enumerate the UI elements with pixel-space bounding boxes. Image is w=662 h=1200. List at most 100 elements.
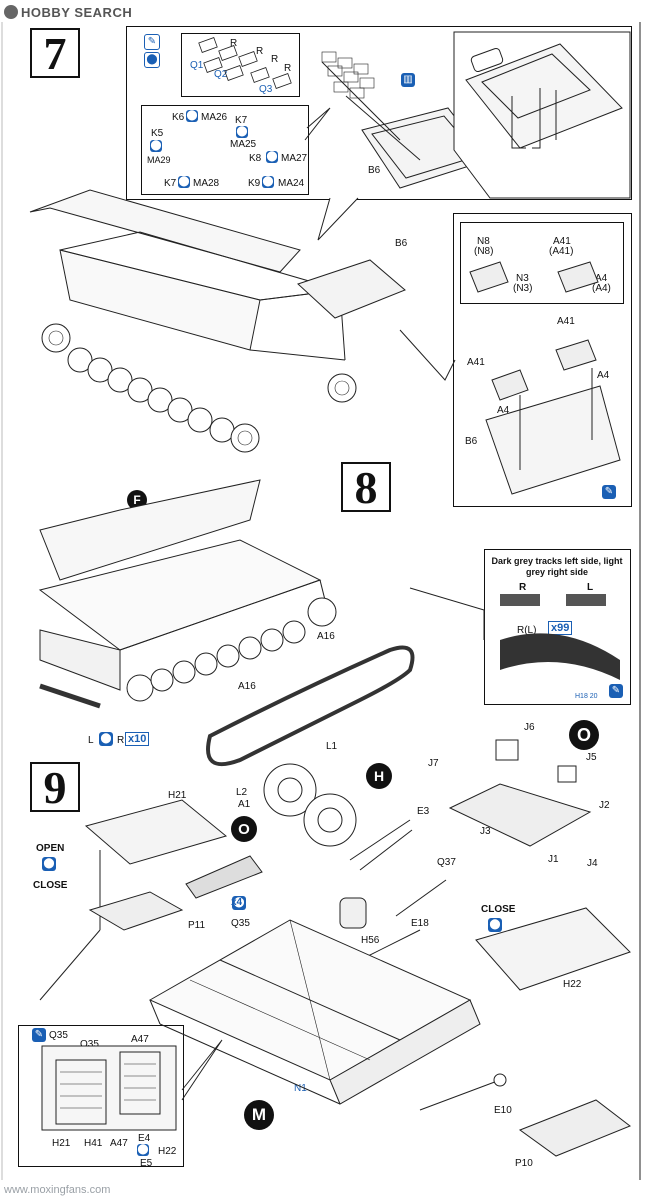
label-p11: P11 [188, 920, 206, 931]
cement-icon: ⬤ [99, 732, 113, 746]
track-ref: H18 20 [575, 693, 598, 700]
inset-label-q35-b: Q35 [80, 1039, 99, 1050]
label-b6-deck: B6 [368, 165, 381, 176]
label-h21: H21 [168, 790, 187, 801]
label-r-2: R [256, 46, 264, 57]
label-e3: E3 [417, 806, 430, 817]
inset-label-h21: H21 [52, 1138, 71, 1149]
cement-icon: ⬤ [488, 918, 502, 932]
quantity-badge-x10: x10 [125, 732, 150, 746]
label-l1: L1 [326, 741, 338, 752]
part-letter-o-top: O [569, 720, 599, 750]
label-track-l: L [88, 735, 94, 746]
label-a41-right: A41 [557, 316, 575, 327]
label-k7-top: K7 [235, 115, 248, 126]
label-a4-right: A4 [597, 370, 610, 381]
cement-icon: ⬤ [262, 176, 274, 188]
track-label-l: L [587, 582, 594, 593]
label-q2: Q2 [214, 69, 228, 80]
inset-label-q35-a: Q35 [49, 1030, 68, 1041]
part-letter-o-mid: O [231, 816, 257, 842]
label-a4-top: A4 [595, 273, 608, 284]
cement-icon: ⬤ [232, 896, 246, 910]
label-j6: J6 [524, 722, 535, 733]
cement-icon: ⬤ [150, 140, 162, 152]
cement-icon: ⬤ [42, 857, 56, 871]
glue-icon: ✎ [32, 1028, 46, 1042]
hobby-search-logo: HOBBY SEARCH [4, 4, 132, 20]
label-a4-paren: (A4) [592, 283, 611, 294]
label-q37: Q37 [437, 857, 456, 868]
label-j4: J4 [587, 858, 598, 869]
label-j7: J7 [428, 758, 439, 769]
part-letter-m: M [244, 1100, 274, 1130]
label-r-4: R [284, 63, 292, 74]
label-a41-paren: (A41) [549, 246, 574, 257]
inset-label-e5: E5 [140, 1158, 153, 1169]
track-label-r: R [519, 582, 527, 593]
step-number-8: 8 [341, 462, 391, 513]
label-j5: J5 [586, 752, 597, 763]
label-q3: Q3 [259, 84, 273, 95]
inset-label-a47-b: A47 [110, 1138, 128, 1149]
part-letter-f: F [127, 490, 147, 510]
open-label-left: OPEN [36, 843, 65, 854]
label-b6-plate: B6 [395, 238, 408, 249]
paint-icon: ▥ [401, 73, 415, 87]
label-k6: K6 [172, 112, 185, 123]
track-box-title: Dark grey tracks left side, light grey r… [491, 556, 623, 577]
cement-icon: ⬤ [178, 176, 190, 188]
label-q1: Q1 [190, 60, 204, 71]
cement-icon: ⬤ [186, 110, 198, 122]
cement-icon: ⬤ [137, 1144, 149, 1156]
label-ma26: MA26 [201, 112, 228, 123]
label-ma24: MA24 [278, 178, 305, 189]
label-a1: A1 [238, 799, 251, 810]
footer-watermark: www.moxingfans.com [4, 1184, 111, 1196]
label-ma27: MA27 [281, 153, 308, 164]
step-number-7: 7 [30, 28, 80, 79]
label-ma29: MA29 [147, 155, 171, 165]
glue-icon: ✎ [609, 684, 623, 698]
glue-icon: ✎ [144, 34, 160, 50]
label-q35: Q35 [231, 918, 250, 929]
label-p10: P10 [515, 1158, 533, 1169]
drill-icon: ▼ [517, 148, 531, 162]
inset-label-a47-a: A47 [131, 1034, 149, 1045]
cement-icon: ⬤ [266, 151, 278, 163]
close-label-left: CLOSE [33, 880, 68, 891]
part-letter-h: H [366, 763, 392, 789]
label-b6-abox: B6 [465, 436, 478, 447]
label-e18: E18 [411, 918, 429, 929]
label-l2: L2 [236, 787, 248, 798]
quantity-badge-x99: x99 [548, 621, 573, 635]
label-a41-top: A41 [553, 236, 571, 247]
label-h56: H56 [361, 935, 380, 946]
label-h22: H22 [563, 979, 582, 990]
label-n3-paren: (N3) [513, 283, 533, 294]
label-n3: N3 [516, 273, 529, 284]
label-k8: K8 [249, 153, 262, 164]
label-a4-left: A4 [497, 405, 510, 416]
label-k9: K9 [248, 178, 261, 189]
inset-label-h22: H22 [158, 1146, 177, 1157]
label-b6-detail: B6 [477, 111, 490, 122]
open-label-right: OPEN [485, 939, 514, 950]
label-n8-paren: (N8) [474, 246, 494, 257]
label-n8: N8 [477, 236, 490, 247]
label-j1: J1 [548, 854, 559, 865]
logo-text: HOBBY SEARCH [21, 4, 133, 20]
cement-icon: ⬤ [144, 52, 160, 68]
label-ma25: MA25 [230, 139, 257, 150]
label-k5: K5 [151, 128, 164, 139]
track-label-rl: R(L) [517, 625, 537, 636]
label-e10: E10 [494, 1105, 512, 1116]
label-ma28: MA28 [193, 178, 220, 189]
logo-mark-icon [4, 5, 18, 19]
label-a16-upper: A16 [317, 631, 335, 642]
label-a16-lower: A16 [238, 681, 256, 692]
label-j2: J2 [599, 800, 610, 811]
label-j3: J3 [480, 826, 491, 837]
label-n1: N1 [294, 1083, 307, 1094]
label-track-r: R [117, 735, 125, 746]
